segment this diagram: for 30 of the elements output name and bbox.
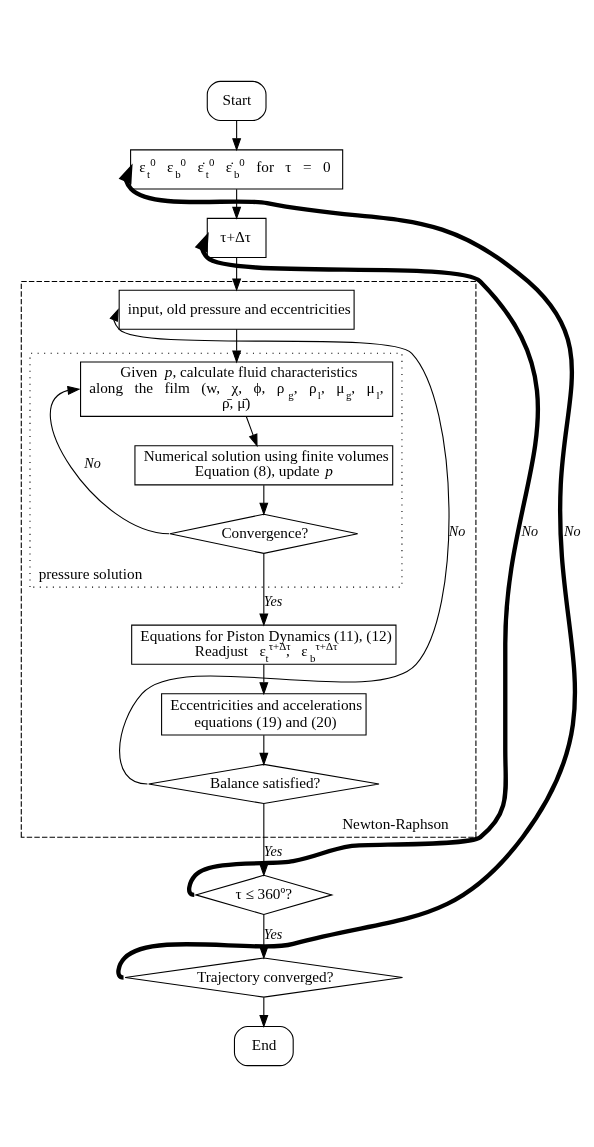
node-box: input, old pressure and eccentricities — [118, 289, 355, 330]
node-box: Start — [206, 80, 267, 122]
arrow — [49, 385, 170, 535]
node-diamond: Trajectory converged? — [124, 957, 404, 998]
arrow — [109, 308, 450, 785]
node-box: Numerical solution using finite volumes Equation (8), update p — [134, 445, 394, 486]
arrow — [259, 996, 269, 1028]
arrow — [187, 231, 540, 896]
arrow — [245, 415, 258, 448]
edge-label: No — [564, 523, 581, 540]
arrow — [259, 914, 269, 960]
arrow — [259, 553, 269, 627]
edge-label: No — [521, 523, 539, 540]
node-diamond: Balance satisfied? — [148, 763, 380, 805]
node-diamond: τ ≤ 360º? — [193, 874, 334, 916]
node-box: Given p, calculate fluid characteristics along the film (w, χ, ϕ, ρ$_{g}$, ρ$_{l}$, μ$_{g}$, μ$_{l}$, ρ̄, μ̄) — [80, 361, 394, 417]
edge-label: Yes — [263, 593, 283, 610]
node-box: End — [233, 1025, 294, 1067]
arrow — [232, 329, 242, 364]
node-box: ε$_{t}$$^{0}$ ε$_{b}$$^{0}$ ε̇$_{t}$$^{0}$ ε̇$_{b}$$^{0}$ for τ = 0 — [130, 149, 344, 190]
node-box: τ+Δτ — [206, 217, 267, 259]
edge-label: No — [84, 454, 101, 471]
arrow — [259, 734, 269, 766]
edge-label: Yes — [263, 925, 283, 942]
node-diamond: Convergence? — [169, 513, 359, 554]
arrow — [232, 257, 242, 292]
node-box: Eccentricities and accelerations equations (19) and (20) — [161, 693, 367, 736]
arrow — [259, 484, 269, 516]
arrow — [259, 803, 269, 877]
edge-label: Yes — [263, 843, 283, 860]
